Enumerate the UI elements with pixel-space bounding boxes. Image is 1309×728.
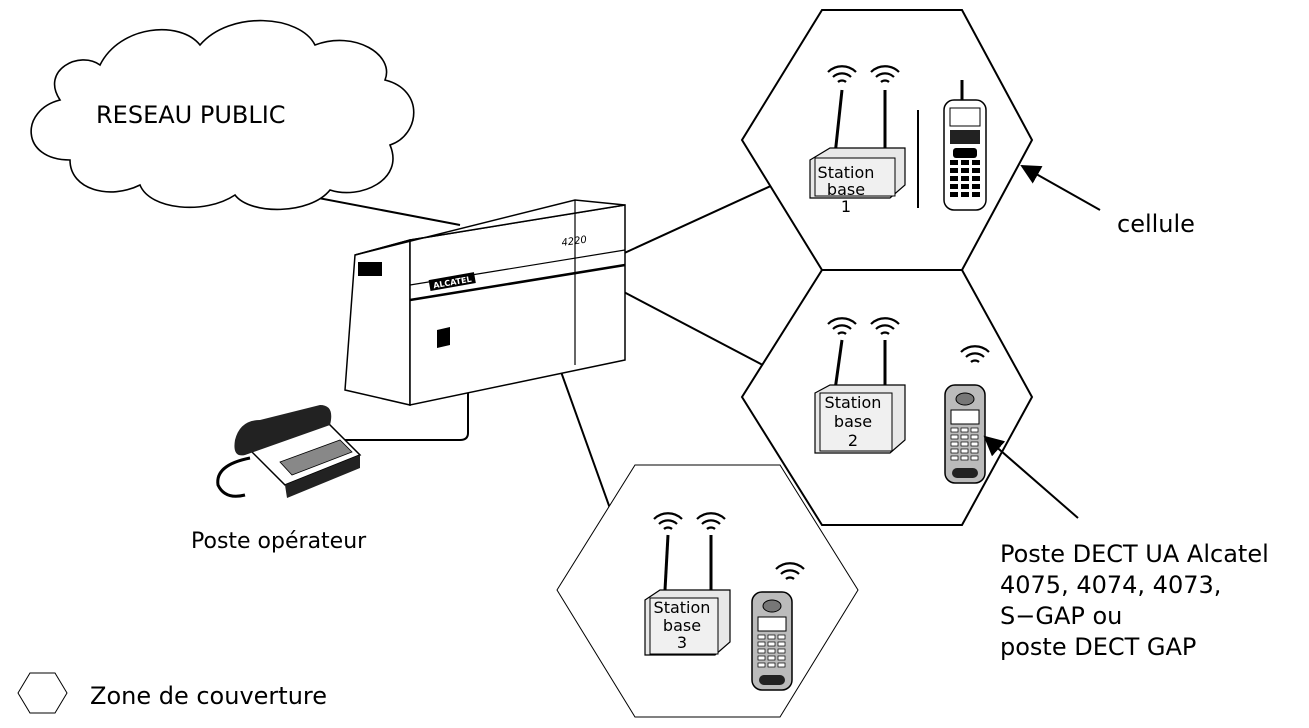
station-3-line1: Station bbox=[654, 598, 711, 617]
dect-handset-cell3 bbox=[751, 562, 806, 691]
station-2-line1: Station bbox=[825, 393, 882, 412]
dect-handset-4075 bbox=[943, 80, 987, 211]
legend-hexagon-icon bbox=[17, 672, 68, 714]
cell-arrow bbox=[1020, 165, 1101, 211]
operator-phone: Poste opérateur bbox=[191, 405, 367, 554]
legend-label: Zone de couverture bbox=[90, 682, 327, 710]
station-3-line2: base bbox=[663, 616, 701, 635]
cell-label: cellule bbox=[1117, 210, 1195, 238]
station-2-line2: base bbox=[834, 412, 872, 431]
pbx-cabinet: ALCATEL 4220 bbox=[344, 199, 626, 406]
cell-hexagon-1 bbox=[740, 9, 1034, 271]
station-1-line2: base bbox=[827, 180, 865, 199]
handset-description: Poste DECT UA Alcatel 4075, 4074, 4073, … bbox=[1000, 540, 1269, 661]
handset-line-3: S−GAP ou bbox=[1000, 602, 1122, 630]
public-network-label: RESEAU PUBLIC bbox=[96, 101, 286, 129]
base-station-1: Station base 1 bbox=[809, 65, 919, 216]
link-pbx-operator bbox=[335, 385, 469, 441]
base-station-2: Station base 2 bbox=[814, 317, 906, 454]
station-1-line1: Station bbox=[818, 163, 875, 182]
station-2-num: 2 bbox=[848, 431, 858, 450]
handset-line-4: poste DECT GAP bbox=[1000, 633, 1196, 661]
public-network-cloud: RESEAU PUBLIC bbox=[30, 19, 415, 211]
legend: Zone de couverture bbox=[17, 672, 327, 714]
dect-handset-cell2 bbox=[944, 345, 991, 484]
base-station-3: Station base 3 bbox=[644, 512, 731, 656]
station-1-num: 1 bbox=[841, 197, 851, 216]
pbx-model-text: 4220 bbox=[561, 235, 588, 249]
handset-arrow bbox=[983, 435, 1079, 519]
handset-line-1: Poste DECT UA Alcatel bbox=[1000, 540, 1269, 568]
operator-label: Poste opérateur bbox=[191, 529, 367, 554]
handset-line-2: 4075, 4074, 4073, bbox=[1000, 571, 1221, 599]
station-3-num: 3 bbox=[677, 633, 687, 652]
